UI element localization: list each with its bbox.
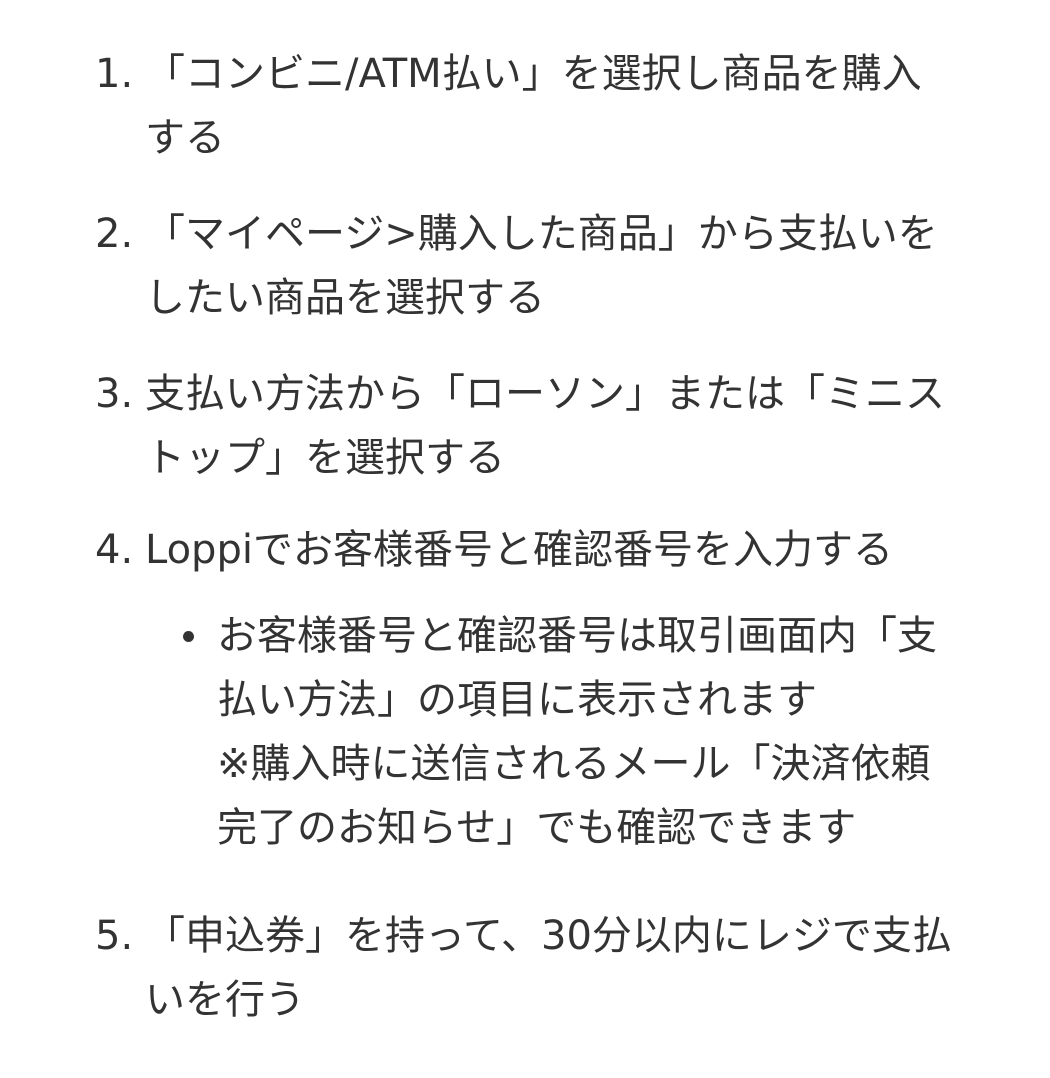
step-item: 4. Loppiでお客様番号と確認番号を入力する お客様番号と確認番号は取引画面… [95, 518, 1015, 851]
step-number: 1. [95, 51, 134, 97]
step-number: 4. [95, 527, 134, 573]
step-number: 5. [95, 913, 134, 959]
note-remark: ※購入時に送信されるメール「決済依頼 完了のお知らせ」でも確認できます [217, 741, 931, 851]
step-text: 「コンビニ/ATM払い」を選択し商品を購入 する [145, 51, 922, 161]
bullet-icon [183, 631, 194, 642]
step-number: 3. [95, 371, 134, 417]
step-text: 支払い方法から「ローソン」または「ミニス トップ」を選択する [145, 371, 945, 481]
note-list: お客様番号と確認番号は取引画面内「支 払い方法」の項目に表示されます ※購入時に… [175, 604, 995, 860]
step-text: Loppiでお客様番号と確認番号を入力する [145, 527, 893, 573]
step-item: 1. 「コンビニ/ATM払い」を選択し商品を購入 する [95, 42, 1015, 170]
step-text: 「マイページ>購入した商品」から支払いを したい商品を選択する [145, 211, 938, 321]
step-text: 「申込券」を持って、30分以内にレジで支払 いを行う [145, 913, 952, 1023]
step-number: 2. [95, 211, 134, 257]
step-item: 5. 「申込券」を持って、30分以内にレジで支払 いを行う [95, 904, 1015, 1032]
note-item: お客様番号と確認番号は取引画面内「支 払い方法」の項目に表示されます ※購入時に… [175, 604, 995, 860]
note-text: お客様番号と確認番号は取引画面内「支 払い方法」の項目に表示されます [217, 613, 937, 723]
step-item: 3. 支払い方法から「ローソン」または「ミニス トップ」を選択する [95, 362, 1015, 490]
step-item: 2. 「マイページ>購入した商品」から支払いを したい商品を選択する [95, 202, 1015, 330]
